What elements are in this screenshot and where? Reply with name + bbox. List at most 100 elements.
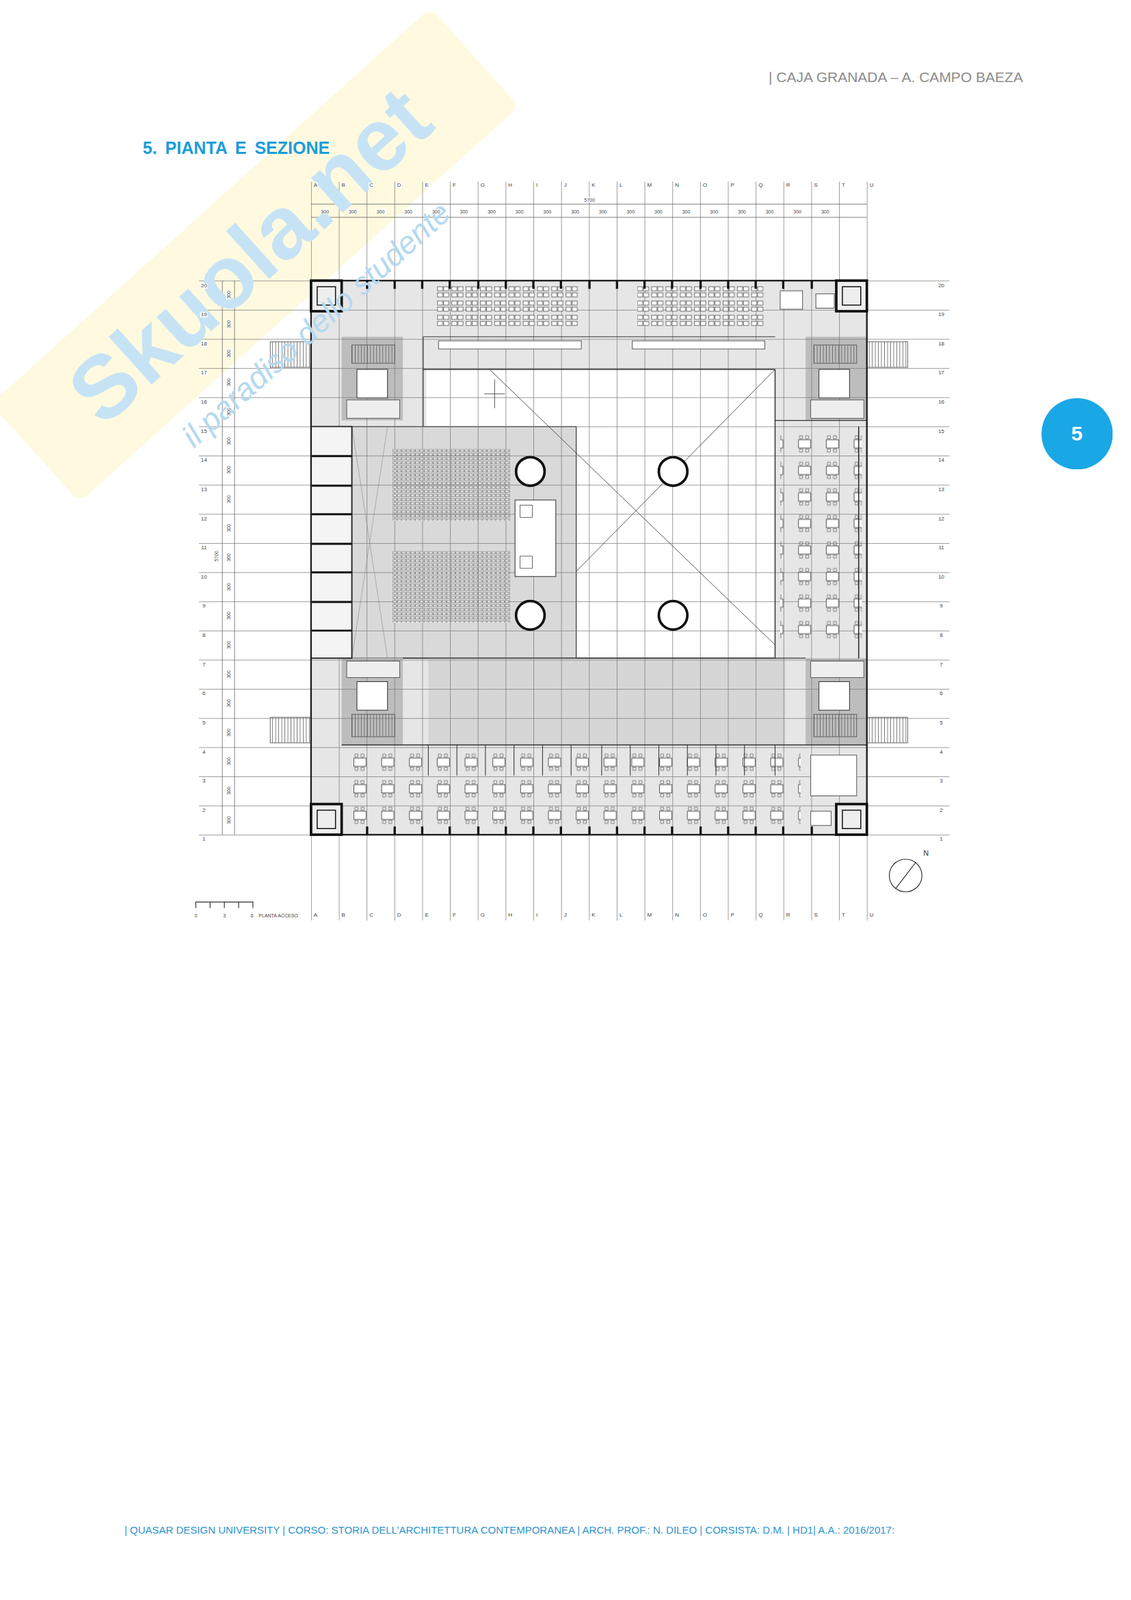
plan-rect xyxy=(842,286,861,305)
grid-letter: C xyxy=(368,182,375,189)
plan-rect xyxy=(311,280,868,835)
plan-rect xyxy=(198,280,950,837)
grid-letter: C xyxy=(368,912,375,918)
dimension: 300 xyxy=(625,208,636,214)
plan-path xyxy=(367,826,812,835)
grid-number: 14 xyxy=(200,457,208,463)
plan-rect xyxy=(810,400,865,419)
grid-letter: M xyxy=(646,182,654,189)
plan-circle xyxy=(658,456,688,486)
grid-letter: K xyxy=(590,912,596,918)
plan-rect xyxy=(311,803,342,835)
grid-letter: T xyxy=(841,912,846,918)
plan-rect xyxy=(632,340,766,349)
dimension: 300 xyxy=(226,436,232,446)
dimension: 300 xyxy=(570,208,580,214)
grid-number: 18 xyxy=(937,341,946,347)
grid-number: 17 xyxy=(200,369,208,376)
grid-letter: F xyxy=(451,912,457,918)
scale-number: 6 xyxy=(249,912,254,917)
grid-number: 2 xyxy=(938,807,943,814)
grid-number: 19 xyxy=(937,311,946,318)
grid-number: 19 xyxy=(200,311,208,318)
dimension: 300 xyxy=(765,208,775,214)
plan-path xyxy=(858,426,859,659)
plan-rect xyxy=(317,809,336,829)
grid-letter: S xyxy=(813,182,818,189)
north-label: N xyxy=(922,848,930,857)
dimension: 300 xyxy=(320,208,330,214)
grid-number: 11 xyxy=(200,544,208,551)
dimension: 300 xyxy=(820,208,831,214)
grid-number: 3 xyxy=(201,778,206,784)
plan-line xyxy=(484,393,505,394)
grid-number: 4 xyxy=(201,749,206,755)
grid-letter: H xyxy=(507,912,513,918)
scale-number: 0 xyxy=(193,912,198,917)
dimension: 300 xyxy=(226,406,232,417)
dimension: 300 xyxy=(376,208,386,214)
grid-letter: B xyxy=(341,912,347,918)
grid-letter: I xyxy=(535,912,539,918)
grid-number: 4 xyxy=(938,749,943,755)
dimension: 5700 xyxy=(214,549,219,563)
plan-rect xyxy=(780,428,862,643)
dimension: 300 xyxy=(459,208,470,214)
plan-rect xyxy=(520,555,533,569)
scale-number: 3 xyxy=(222,912,227,917)
grid-letter: D xyxy=(396,182,403,189)
grid-number: 2 xyxy=(201,807,206,814)
grid-number: 13 xyxy=(937,486,946,493)
plan-line xyxy=(402,657,806,659)
grid-number: 6 xyxy=(938,690,943,697)
plan-path xyxy=(367,280,812,289)
dimension: 300 xyxy=(514,208,525,214)
plan-circle xyxy=(516,456,545,486)
grid-number: 15 xyxy=(937,428,946,435)
dimension: 300 xyxy=(226,464,232,475)
grid-number: 8 xyxy=(938,632,943,638)
dimension: 300 xyxy=(226,815,232,825)
grid-letter: A xyxy=(313,912,318,918)
dimension: 300 xyxy=(226,290,232,301)
plan-rect xyxy=(842,809,861,829)
plan-line xyxy=(423,336,776,338)
dimension: 300 xyxy=(226,669,232,680)
grid-number: 17 xyxy=(937,369,946,376)
grid-number: 20 xyxy=(200,283,208,289)
grid-letter: N xyxy=(674,182,680,189)
grid-number: 3 xyxy=(938,778,943,784)
dimension: 300 xyxy=(737,208,747,214)
grid-number: 6 xyxy=(201,690,206,697)
grid-letter: Q xyxy=(757,912,764,918)
page-footer: | QUASAR DESIGN UNIVERSITY | CORSO: STOR… xyxy=(124,1523,895,1534)
plan-rect xyxy=(346,749,801,827)
grid-number: 5 xyxy=(201,720,206,726)
plan-line xyxy=(489,369,776,645)
grid-number: 20 xyxy=(937,283,946,289)
grid-number: 9 xyxy=(201,603,206,609)
grid-number: 13 xyxy=(200,486,208,493)
plan-rect xyxy=(356,369,388,398)
plan-rect xyxy=(356,681,388,710)
grid-number: 1 xyxy=(938,836,943,842)
plan-path xyxy=(311,456,353,631)
grid-number: 10 xyxy=(937,574,946,580)
grid-letter: F xyxy=(451,182,457,189)
dimension: 300 xyxy=(598,208,608,214)
plan-rect xyxy=(780,290,803,310)
dimension: 300 xyxy=(226,756,232,767)
plan-rect xyxy=(311,426,353,659)
plan-line xyxy=(311,216,868,218)
grid-number: 18 xyxy=(200,341,208,347)
grid-letter: G xyxy=(480,182,486,189)
plan-line xyxy=(774,419,867,421)
grid-number: 9 xyxy=(938,603,943,609)
plan-line xyxy=(222,280,223,835)
dimension: 300 xyxy=(709,208,719,214)
plan-line xyxy=(234,280,236,835)
plan-rect xyxy=(810,810,832,826)
plan-line xyxy=(423,368,776,370)
dimension: 300 xyxy=(653,208,664,214)
